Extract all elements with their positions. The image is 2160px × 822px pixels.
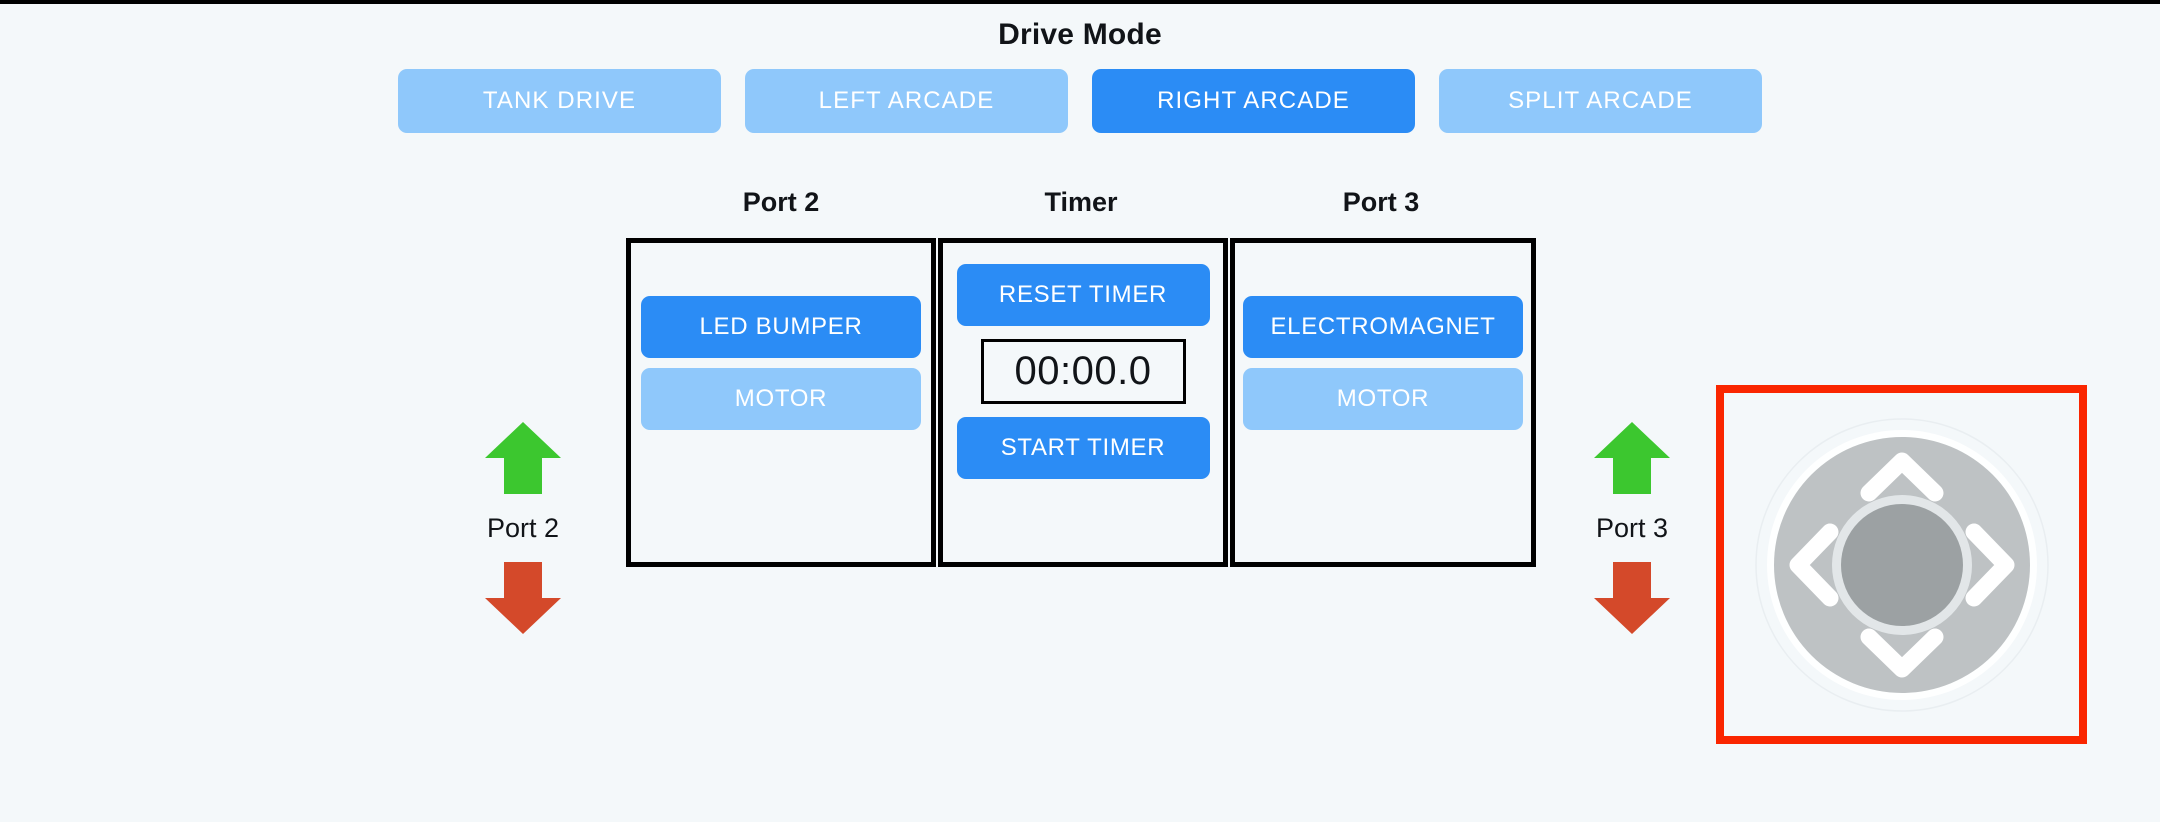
port3-control-box: ELECTROMAGNET MOTOR bbox=[1230, 238, 1536, 567]
dpad-frame bbox=[1716, 385, 2087, 744]
drive-mode-left-arcade-button[interactable]: LEFT ARCADE bbox=[745, 69, 1068, 133]
port3-motor-button[interactable]: MOTOR bbox=[1243, 368, 1523, 430]
start-timer-button[interactable]: START TIMER bbox=[956, 417, 1210, 479]
dpad-center-button[interactable] bbox=[1840, 503, 1963, 626]
arrow-down-icon[interactable] bbox=[1594, 562, 1670, 634]
led-bumper-button[interactable]: LED BUMPER bbox=[641, 296, 921, 358]
arrow-down-icon[interactable] bbox=[485, 562, 561, 634]
drive-mode-button-group: TANK DRIVE LEFT ARCADE RIGHT ARCADE SPLI… bbox=[0, 69, 2160, 133]
drive-mode-section: Drive Mode TANK DRIVE LEFT ARCADE RIGHT … bbox=[0, 4, 2160, 133]
port2-control-box: LED BUMPER MOTOR bbox=[626, 238, 936, 567]
arrow-up-icon[interactable] bbox=[1594, 422, 1670, 494]
device-control-panel: LED BUMPER MOTOR RESET TIMER 00:00.0 STA… bbox=[626, 238, 1536, 567]
timer-display: 00:00.0 bbox=[980, 339, 1186, 404]
dpad-control[interactable] bbox=[1752, 415, 2052, 715]
chevron-left-icon[interactable] bbox=[1789, 523, 1838, 606]
chevron-up-icon[interactable] bbox=[1860, 452, 1943, 501]
panel-header-port2: Port 2 bbox=[742, 187, 820, 217]
timer-control-box: RESET TIMER 00:00.0 START TIMER bbox=[938, 238, 1228, 567]
panel-header-timer: Timer bbox=[1044, 187, 1118, 217]
dpad-outer-ring bbox=[1754, 417, 2049, 712]
drive-mode-right-arcade-button[interactable]: RIGHT ARCADE bbox=[1092, 69, 1415, 133]
panel-header-port3: Port 3 bbox=[1342, 187, 1420, 217]
port3-direction-cluster: Port 3 bbox=[1537, 422, 1727, 634]
port3-cluster-label: Port 3 bbox=[1595, 513, 1669, 543]
electromagnet-button[interactable]: ELECTROMAGNET bbox=[1243, 296, 1523, 358]
arrow-up-icon[interactable] bbox=[485, 422, 561, 494]
port2-direction-cluster: Port 2 bbox=[428, 422, 618, 634]
top-divider-bar bbox=[0, 0, 2160, 4]
drive-mode-split-arcade-button[interactable]: SPLIT ARCADE bbox=[1439, 69, 1762, 133]
chevron-down-icon[interactable] bbox=[1860, 628, 1943, 677]
chevron-right-icon[interactable] bbox=[1965, 523, 2014, 606]
drive-mode-tank-drive-button[interactable]: TANK DRIVE bbox=[398, 69, 721, 133]
port2-motor-button[interactable]: MOTOR bbox=[641, 368, 921, 430]
reset-timer-button[interactable]: RESET TIMER bbox=[956, 264, 1210, 326]
page-title: Drive Mode bbox=[998, 18, 1162, 51]
panel-header-row: Port 2 Timer Port 3 bbox=[626, 186, 1536, 218]
port2-cluster-label: Port 2 bbox=[486, 513, 560, 543]
